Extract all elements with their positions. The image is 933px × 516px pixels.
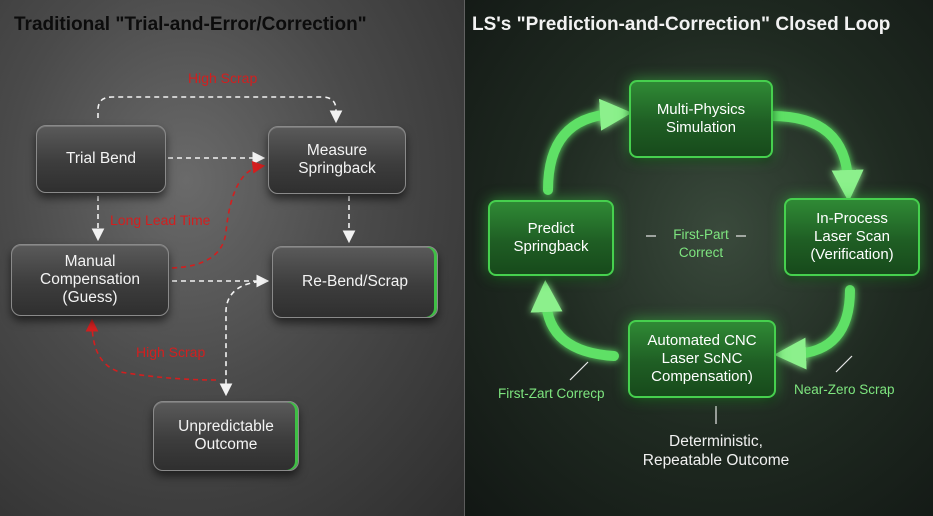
laser-scan-box: In-Process Laser Scan (Verification) <box>784 198 920 276</box>
panel-divider <box>464 0 465 516</box>
simulation-line-2: Simulation <box>665 119 737 136</box>
label-high-scrap-bottom: High Scrap <box>136 344 206 360</box>
simulation-box: Multi-Physics Simulation <box>629 80 773 158</box>
predict-springback-line-1: Predict <box>527 220 575 237</box>
label-center: First-Part Correct <box>656 226 746 262</box>
label-near-zero: Near-Zero Scrap <box>794 382 895 397</box>
cnc-compensation-line-3: Compensation) <box>651 368 753 385</box>
connector-manual-to-measure-red <box>171 160 266 269</box>
right-title: LS's "Prediction-and-Correction" Closed … <box>472 14 891 35</box>
label-outcome-line-2: Repeatable Outcome <box>642 452 790 469</box>
label-center-line-1: First-Part <box>673 227 729 242</box>
label-outcome-line-1: Deterministic, <box>669 433 763 450</box>
manual-compensation-line-1: Manual <box>64 253 116 270</box>
trial-bend-box: Trial Bend <box>36 125 166 193</box>
laser-scan-line-3: (Verification) <box>810 246 894 263</box>
pointer-first-zart <box>569 361 589 381</box>
connector-rebend-to-outcome <box>219 280 269 397</box>
label-outcome: Deterministic, Repeatable Outcome <box>616 432 816 470</box>
laser-scan-line-2: Laser Scan <box>814 228 890 245</box>
laser-scan-line-1: In-Process <box>816 210 888 227</box>
cnc-compensation-line-2: Laser ScNC <box>661 350 743 367</box>
unpredictable-outcome-line-1: Unpredictable <box>178 418 274 435</box>
label-high-scrap-top: High Scrap <box>188 70 258 86</box>
predict-springback-box: Predict Springback <box>488 200 614 276</box>
manual-compensation-line-3: (Guess) <box>62 289 118 306</box>
label-long-lead-time: Long Lead Time <box>110 212 211 228</box>
loop-arrow-predict-to-simulation <box>543 98 632 195</box>
unpredictable-outcome-box: Unpredictable Outcome <box>153 401 299 471</box>
rebend-scrap-label: Re-Bend/Scrap <box>302 273 408 290</box>
unpredictable-outcome-line-2: Outcome <box>194 436 258 453</box>
manual-compensation-box: Manual Compensation (Guess) <box>11 244 169 316</box>
label-first-zart: First-Zart Correcp <box>498 386 605 401</box>
rebend-scrap-box: Re-Bend/Scrap <box>272 246 438 318</box>
measure-springback-line-1: Measure <box>306 142 368 159</box>
connector-trial-to-measure-top <box>97 96 343 124</box>
measure-springback-box: Measure Springback <box>268 126 406 194</box>
cnc-compensation-box: Automated CNC Laser ScNC Compensation) <box>628 320 776 398</box>
trial-bend-label: Trial Bend <box>65 150 137 167</box>
loop-arrow-simulation-to-scan <box>767 111 864 202</box>
predict-springback-line-2: Springback <box>513 238 589 255</box>
left-title: Traditional "Trial-and-Error/Correction" <box>14 14 367 35</box>
connector-outcome-to-manual-red <box>85 318 217 381</box>
label-center-line-2: Correct <box>678 245 724 260</box>
loop-arrow-cnc-to-predict <box>530 280 619 361</box>
cnc-compensation-line-1: Automated CNC <box>647 332 757 349</box>
measure-springback-line-2: Springback <box>298 160 376 177</box>
simulation-line-1: Multi-Physics <box>656 101 746 118</box>
manual-compensation-line-2: Compensation <box>40 271 140 288</box>
loop-arrow-scan-to-cnc <box>774 285 855 370</box>
pointer-near-zero <box>835 355 853 373</box>
